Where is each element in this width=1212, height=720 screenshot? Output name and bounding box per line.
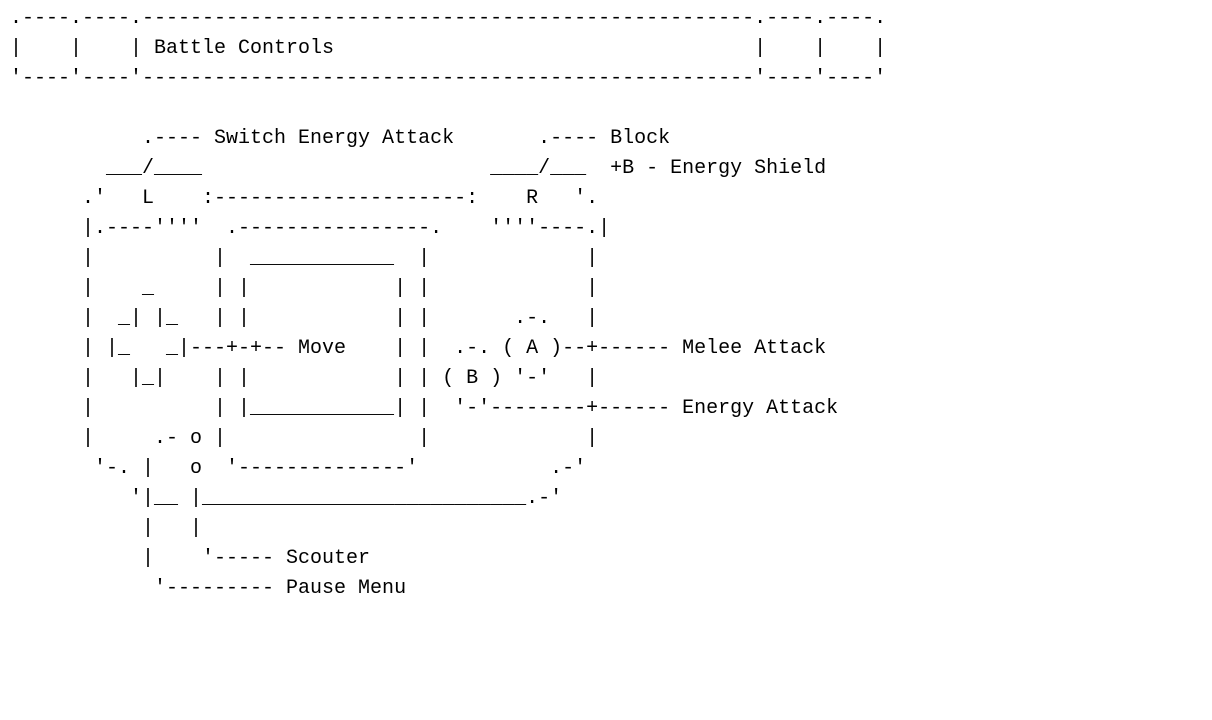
switch-energy-attack-callout: .---- Switch Energy Attack .---- Block — [10, 127, 671, 150]
controller-diagram: .----.----.-----------------------------… — [10, 4, 886, 604]
move-and-melee-callout: | |_ _|---+-+-- Move | | .-. ( A )--+---… — [10, 337, 827, 360]
diagram-line — [10, 94, 886, 124]
diagram-line: '-. | o '--------------' .-' — [10, 457, 587, 480]
pause-menu-callout: '--------- Pause Menu — [10, 577, 407, 600]
title-bar: | | | Battle Controls | | | — [10, 37, 887, 60]
energy-shield-callout: ___/____ ____/___ +B - Energy Shield — [10, 157, 827, 180]
title-bar-bottom-border: '----'----'-----------------------------… — [10, 67, 887, 90]
shoulder-buttons-line: .' L :---------------------: R '. — [10, 187, 599, 210]
diagram-line: | |_| | | | | ( B ) '-' | — [10, 367, 599, 390]
scouter-callout: | '----- Scouter — [10, 547, 371, 570]
diagram-line: | | — [10, 517, 203, 540]
diagram-line: '|__ |___________________________.-' — [10, 487, 563, 510]
title-bar-top-border: .----.----.-----------------------------… — [10, 7, 887, 30]
energy-attack-callout: | | |____________| | '-'--------+------ … — [10, 397, 839, 420]
diagram-line: | _ | | | | | — [10, 277, 599, 300]
diagram-line: | | ____________ | | — [10, 247, 599, 270]
diagram-line: | .- o | | | — [10, 427, 599, 450]
diagram-line: |.----'''' .----------------. ''''----.| — [10, 217, 611, 240]
diagram-line: | _| |_ | | | | .-. | — [10, 307, 599, 330]
